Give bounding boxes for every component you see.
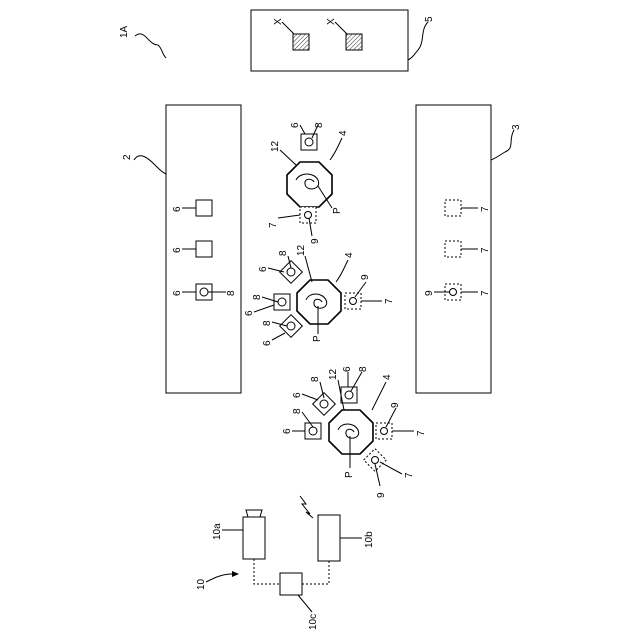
label-6: 6 [172, 206, 183, 212]
label-p: P [344, 471, 355, 478]
unit-2: 6 6 6 8 2 [122, 105, 241, 393]
label-8: 8 [310, 376, 321, 382]
control-system: 10a 10b 10c 10 [196, 496, 375, 630]
label-7: 7 [384, 298, 395, 304]
label-10: 10 [196, 578, 207, 590]
label-7: 7 [480, 290, 491, 296]
label-10b: 10b [364, 531, 375, 548]
workpiece-x-1 [293, 34, 309, 50]
label-8: 8 [292, 408, 303, 414]
label-6: 6 [258, 266, 269, 272]
label-6: 6 [172, 290, 183, 296]
station-1: 6 8 12 4 P 7 9 [268, 122, 349, 244]
label-6: 6 [244, 310, 255, 316]
label-8: 8 [252, 294, 263, 300]
label-8: 8 [226, 290, 237, 296]
label-7: 7 [404, 472, 415, 478]
x-label-2: X [326, 18, 337, 25]
unit-3-label: 3 [511, 124, 522, 130]
label-6: 6 [172, 247, 183, 253]
unit-3: 7 7 7 9 3 [416, 105, 522, 393]
device-10c [280, 573, 302, 595]
label-7: 7 [268, 222, 279, 228]
cassette-7a [445, 200, 461, 216]
label-7: 7 [480, 247, 491, 253]
unit-5-label: 5 [424, 16, 435, 22]
label-4: 4 [382, 374, 393, 380]
label-12: 12 [296, 244, 307, 256]
cassette-6a [196, 200, 212, 216]
label-12: 12 [270, 140, 281, 152]
station-2: 6 8 12 4 8 6 8 6 P 9 7 [244, 244, 395, 346]
label-9: 9 [390, 402, 401, 408]
label-8: 8 [278, 250, 289, 256]
label-7: 7 [416, 430, 427, 436]
label-12: 12 [328, 368, 339, 380]
unit-5: X X 5 [251, 10, 435, 71]
label-10c: 10c [308, 614, 319, 630]
label-6: 6 [292, 392, 303, 398]
label-4: 4 [344, 252, 355, 258]
cassette-6b [196, 241, 212, 257]
cassette-7b [445, 241, 461, 257]
label-6: 6 [290, 122, 301, 128]
label-9: 9 [376, 492, 387, 498]
system-leader [135, 34, 166, 58]
workpiece-x-2 [346, 34, 362, 50]
label-9: 9 [360, 274, 371, 280]
label-4: 4 [338, 130, 349, 136]
label-10a: 10a [212, 523, 223, 540]
label-7: 7 [480, 206, 491, 212]
label-8: 8 [358, 366, 369, 372]
label-8: 8 [314, 122, 325, 128]
lightning-icon [300, 496, 313, 518]
device-10b [318, 515, 340, 561]
unit-2-label: 2 [122, 154, 133, 160]
device-10a [243, 517, 265, 559]
label-6: 6 [342, 366, 353, 372]
label-9: 9 [310, 238, 321, 244]
label-p: P [332, 207, 343, 214]
label-9: 9 [424, 290, 435, 296]
x-label-1: X [273, 18, 284, 25]
system-label: 1A [119, 25, 130, 38]
station-3: 6 8 12 6 8 4 8 6 9 7 7 9 P [282, 366, 427, 498]
label-6: 6 [262, 340, 273, 346]
label-8: 8 [262, 320, 273, 326]
label-p: P [312, 335, 323, 342]
label-6: 6 [282, 428, 293, 434]
